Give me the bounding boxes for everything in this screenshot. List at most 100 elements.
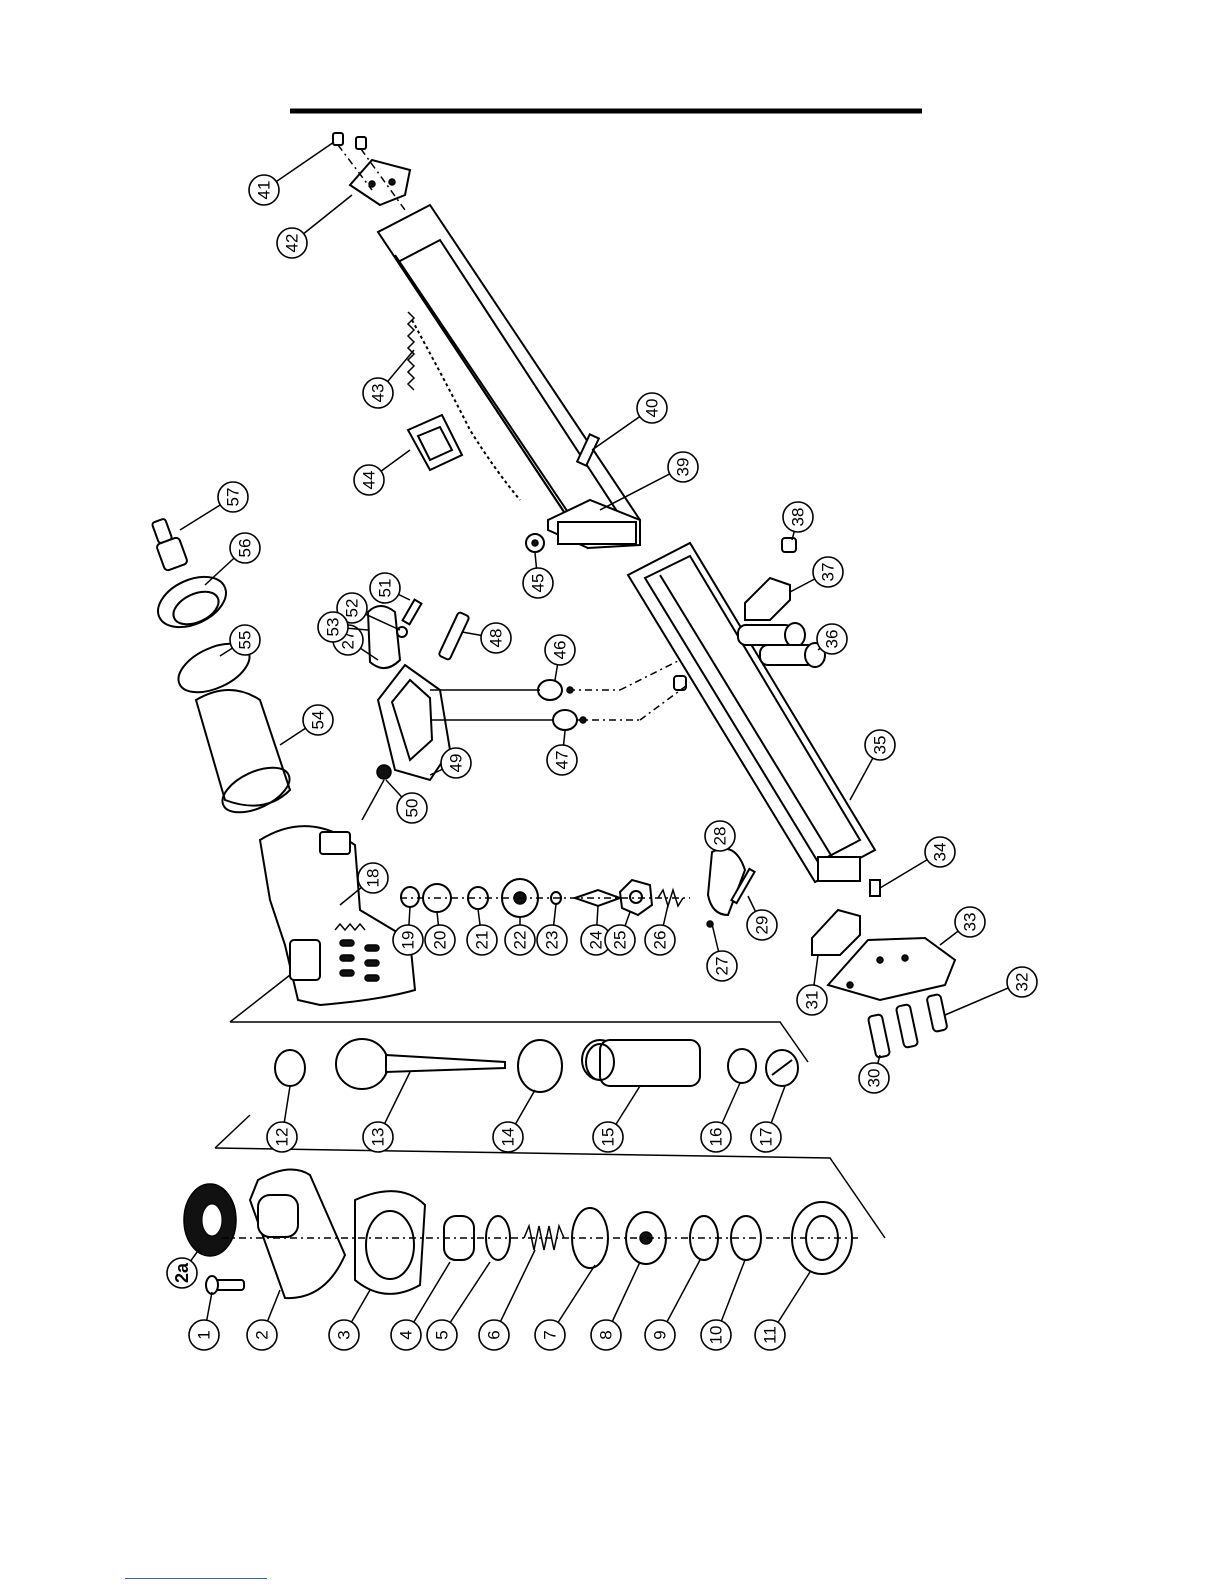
callout-number: 12: [273, 1128, 292, 1147]
callout-37: 37: [790, 557, 843, 592]
callout-number: 27: [713, 957, 732, 976]
callout-22: 22: [505, 917, 535, 955]
callout-19: 19: [393, 907, 423, 955]
callout-36: 36: [817, 624, 847, 654]
callout-10: 10: [701, 1260, 745, 1350]
callout-number: 3: [335, 1330, 354, 1339]
callout-number: 53: [324, 618, 343, 637]
callout-number: 56: [236, 539, 255, 558]
callout-number: 32: [1013, 973, 1032, 992]
callout-48: 48: [462, 623, 511, 653]
callout-number: 7: [541, 1330, 560, 1339]
callout-number: 24: [587, 931, 606, 950]
callout-15: 15: [593, 1086, 640, 1152]
footer-link-underline[interactable]: [125, 1578, 267, 1579]
callout-35: 35: [850, 730, 895, 800]
callout-16: 16: [701, 1083, 740, 1152]
callout-number: 28: [711, 827, 730, 846]
callout-number: 9: [651, 1330, 670, 1339]
callout-46: 46: [545, 635, 575, 680]
callout-number: 26: [651, 931, 670, 950]
callout-number: 51: [376, 579, 395, 598]
callout-25: 25: [605, 912, 635, 955]
callout-40: 40: [592, 393, 667, 450]
callout-3: 3: [329, 1290, 370, 1350]
callout-number: 48: [487, 629, 506, 648]
callout-number: 47: [553, 751, 572, 770]
callout-number: 1: [195, 1330, 214, 1339]
callout-number: 37: [819, 563, 838, 582]
callout-number: 13: [369, 1128, 388, 1147]
callout-number: 44: [360, 471, 379, 490]
callout-number: 8: [597, 1330, 616, 1339]
callout-28: 28: [705, 821, 735, 851]
callout-14: 14: [493, 1090, 535, 1152]
callout-number: 29: [753, 916, 772, 935]
callout-number: 54: [309, 711, 328, 730]
callout-number: 16: [707, 1128, 726, 1147]
callout-number: 36: [823, 630, 842, 649]
callout-number: 41: [255, 181, 274, 200]
trigger-valve-row: [400, 849, 755, 927]
callout-34: 34: [880, 837, 955, 888]
callout-number: 2: [253, 1330, 272, 1339]
callout-number: 40: [643, 399, 662, 418]
callout-26: 26: [645, 905, 675, 955]
callout-number: 23: [543, 931, 562, 950]
callout-number: 50: [403, 799, 422, 818]
callout-33: 33: [940, 907, 985, 945]
callout-57: 57: [180, 482, 248, 530]
callout-56: 56: [205, 533, 260, 585]
callout-number: 52: [343, 599, 362, 618]
callout-32: 32: [945, 967, 1037, 1015]
callout-1: 1: [189, 1292, 219, 1350]
callout-12: 12: [267, 1086, 297, 1152]
callout-20: 20: [425, 912, 455, 955]
callout-number: 17: [757, 1128, 776, 1147]
callout-number: 35: [871, 736, 890, 755]
callout-number: 5: [433, 1330, 452, 1339]
callout-31: 31: [797, 955, 827, 1015]
callout-2a: 2a: [167, 1248, 200, 1288]
callout-17: 17: [751, 1086, 785, 1152]
callout-number: 39: [674, 458, 693, 477]
callout-44: 44: [354, 450, 410, 495]
callout-30: 30: [859, 1055, 889, 1093]
cap-row: [184, 1170, 860, 1299]
callout-47: 47: [547, 731, 577, 775]
lower-rail-assembly: [568, 538, 955, 1058]
callout-45: 45: [523, 553, 553, 598]
callout-number: 33: [961, 913, 980, 932]
callout-number: 45: [529, 574, 548, 593]
callout-number: 57: [224, 488, 243, 507]
callout-51: 51: [370, 573, 410, 603]
callout-number: 46: [551, 641, 570, 660]
callout-number: 42: [283, 234, 302, 253]
callout-55: 55: [220, 625, 260, 656]
callout-number: 14: [499, 1128, 518, 1147]
callout-11: 11: [755, 1272, 810, 1350]
callout-number: 38: [789, 508, 808, 527]
callout-number: 25: [611, 931, 630, 950]
callout-number: 4: [397, 1330, 416, 1339]
callout-number: 49: [447, 754, 466, 773]
callout-number: 15: [599, 1128, 618, 1147]
callout-number: 22: [511, 931, 530, 950]
callout-9: 9: [645, 1260, 700, 1350]
callout-21: 21: [467, 909, 497, 955]
latch-assembly: [362, 600, 586, 820]
callout-29: 29: [747, 896, 777, 940]
callout-number: 30: [865, 1069, 884, 1088]
callout-number: 18: [364, 869, 383, 888]
callout-42: 42: [277, 195, 352, 258]
callout-7: 7: [535, 1265, 595, 1350]
callout-2: 2: [247, 1290, 280, 1350]
callout-number: 31: [803, 991, 822, 1010]
callout-number: 10: [707, 1326, 726, 1345]
callout-number: 55: [236, 631, 255, 650]
callout-38: 38: [783, 502, 813, 540]
callout-number: 43: [369, 384, 388, 403]
callout-number: 6: [485, 1330, 504, 1339]
callout-23: 23: [537, 904, 567, 955]
